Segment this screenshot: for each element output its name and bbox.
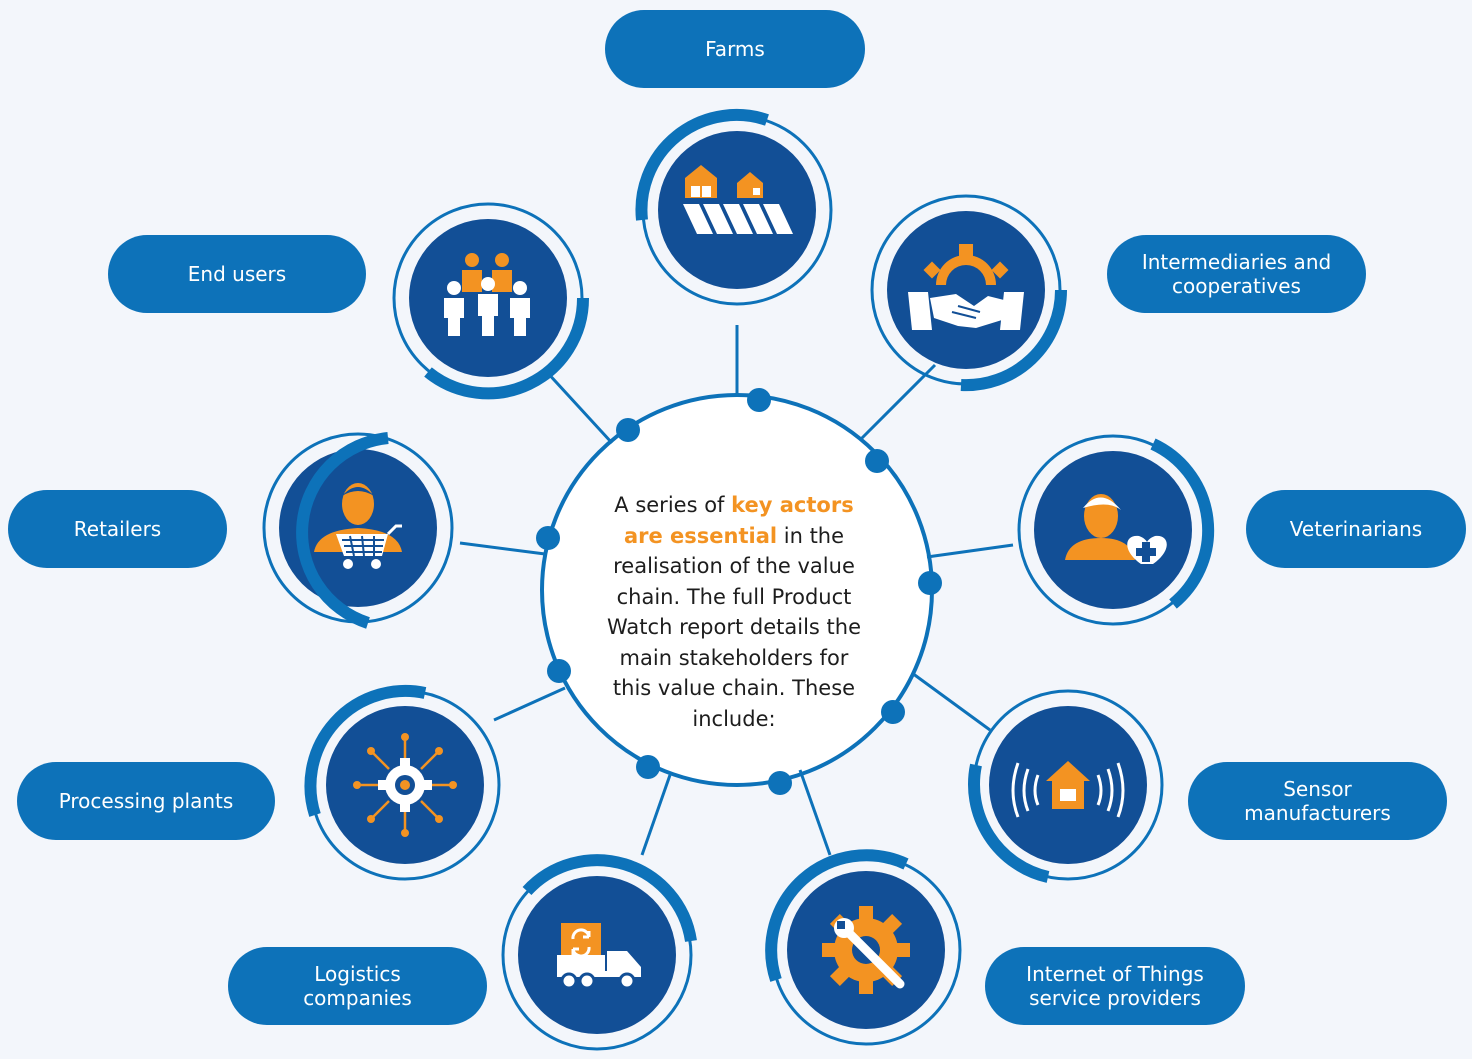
label-veterinarians-text: Veterinarians [1289, 517, 1423, 541]
people-group-icon [444, 253, 530, 336]
label-retailers[interactable]: Retailers [8, 490, 227, 568]
node-retailers [262, 432, 454, 629]
label-intermediaries[interactable]: Intermediaries and cooperatives [1107, 235, 1366, 313]
label-veterinarians[interactable]: Veterinarians [1246, 490, 1466, 568]
delivery-truck-icon [557, 923, 641, 990]
center-text-after: in the realisation of the value chain. T… [607, 523, 861, 731]
label-iot-line2: service providers [1029, 986, 1201, 1010]
center-text-highlight: key actors are essential [623, 493, 854, 548]
connector-lines [459, 325, 1014, 856]
label-retailers-text: Retailers [73, 517, 162, 541]
node-iot [765, 849, 962, 1046]
gear-wrench-icon [822, 906, 910, 994]
house-signal-icon [1011, 761, 1125, 818]
label-endusers[interactable]: End users [108, 235, 366, 313]
node-farms [635, 108, 833, 306]
vet-person-heart-icon [1065, 494, 1167, 564]
node-veterinarians [1017, 434, 1215, 626]
center-text-before: A series of [614, 493, 732, 517]
label-iot[interactable]: Internet of Things service providers [985, 947, 1245, 1025]
label-intermediaries-line2: cooperatives [1172, 274, 1301, 298]
label-logistics-line1: Logistics [314, 962, 401, 986]
node-intermediaries [870, 194, 1068, 392]
shopper-cart-icon [314, 483, 402, 569]
handshake-gear-icon [908, 244, 1024, 330]
label-sensor-line1: Sensor [1283, 777, 1352, 801]
label-sensor-line2: manufacturers [1244, 801, 1391, 825]
label-iot-line1: Internet of Things [1026, 962, 1204, 986]
network-gear-icon [353, 733, 457, 837]
center-description: A series of key actors are essential in … [598, 490, 870, 734]
label-processing-text: Processing plants [58, 789, 234, 813]
label-logistics[interactable]: Logistics companies [228, 947, 487, 1025]
label-logistics-line2: companies [303, 986, 412, 1010]
label-farms-text: Farms [705, 37, 765, 61]
node-processing [304, 685, 501, 881]
label-sensor[interactable]: Sensor manufacturers [1188, 762, 1447, 840]
farm-buildings-icon [683, 165, 793, 234]
node-endusers [392, 202, 590, 400]
label-farms[interactable]: Farms [605, 10, 865, 88]
label-processing[interactable]: Processing plants [17, 762, 275, 840]
node-logistics [501, 854, 697, 1051]
connector-dots [536, 388, 942, 795]
label-endusers-text: End users [187, 262, 287, 286]
label-intermediaries-line1: Intermediaries and [1141, 250, 1332, 274]
node-sensor [968, 689, 1164, 883]
